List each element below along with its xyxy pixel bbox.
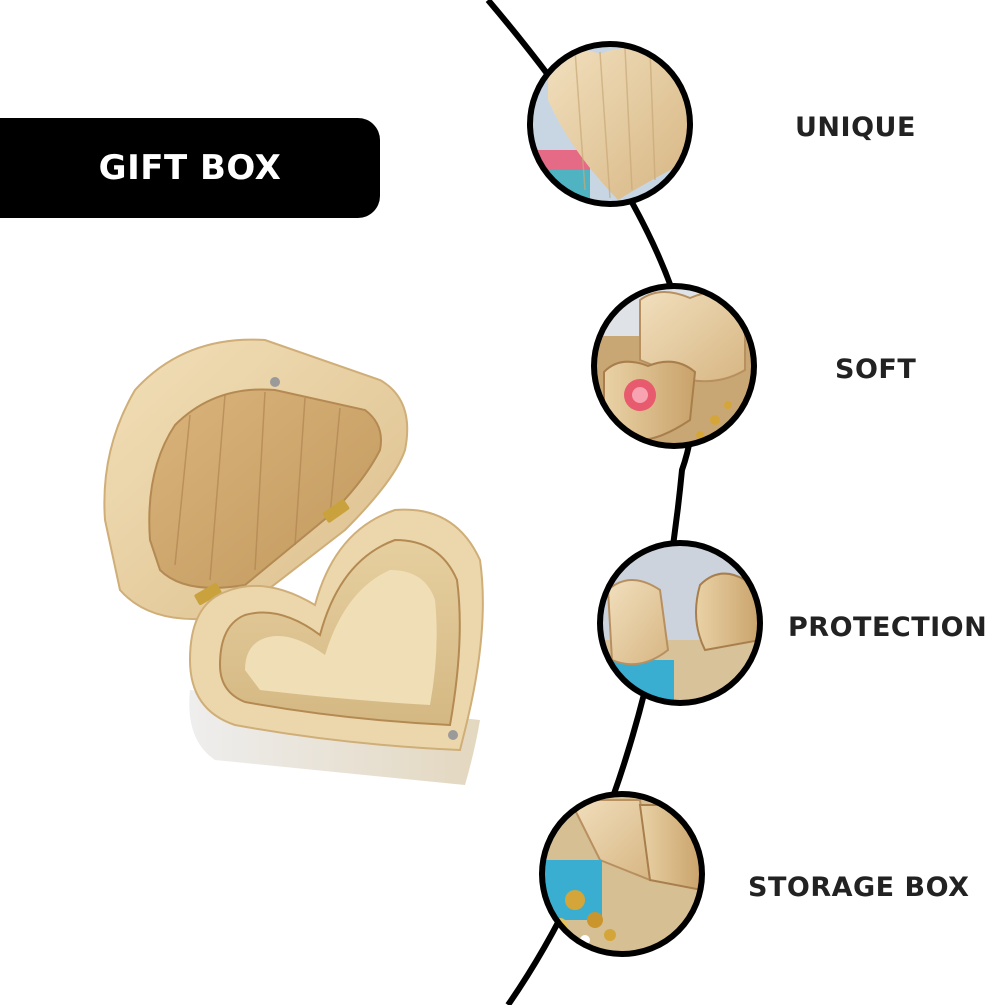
feature-label-unique: UNIQUE: [795, 112, 916, 143]
product-image: [103, 338, 484, 785]
banner-title: GIFT BOX: [98, 148, 282, 188]
title-banner: GIFT BOX: [0, 118, 380, 218]
feature-circle-soft: [594, 286, 754, 446]
feature-label-soft: SOFT: [835, 354, 917, 385]
feature-label-storage-box: STORAGE BOX: [748, 872, 970, 903]
feature-label-protection: PROTECTION: [788, 612, 988, 643]
